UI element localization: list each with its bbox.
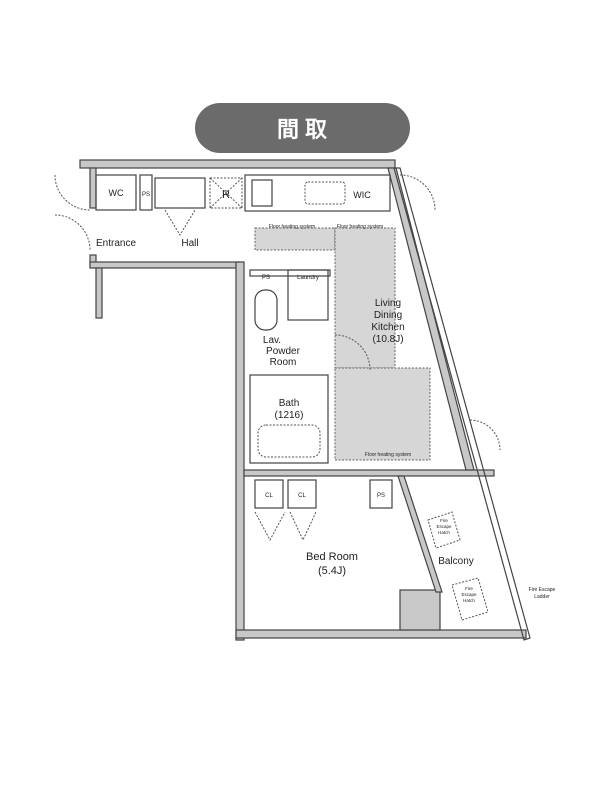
floor-heating-label: Floor heating system [365,452,411,458]
title-text: 間 取 [277,117,327,142]
room-label-bedroom: Bed Room(5.4J) [306,551,358,577]
room-label-ps: PS [377,493,385,499]
doors [54,174,501,542]
floor-heating-label: Floor heating system [337,224,383,230]
room-label-closet: CL [265,493,273,499]
title-pill [195,103,410,153]
room-label-wc: WC [109,188,124,198]
floor-heating-area [334,367,431,461]
room-label-wic: WIC [353,190,371,200]
floor-heating-area [254,227,336,251]
room-label-ps: PS [262,275,270,281]
room-label-laundry: Laundry [297,275,319,281]
walls [79,159,531,641]
room-label-hall: Hall [181,238,198,249]
floor-heating-label: Floor heating system [269,224,315,230]
floor-heating-area [334,227,396,369]
room-label-refrigerator: R [222,189,230,201]
room-label-balcony: Balcony [438,556,474,567]
title-banner: 間 取 [195,103,410,153]
room-label-ps: PS [142,192,150,198]
room-label-closet: CL [298,493,306,499]
room-label-entrance: Entrance [96,238,136,249]
room-label-bath: Bath(1216) [275,398,304,421]
